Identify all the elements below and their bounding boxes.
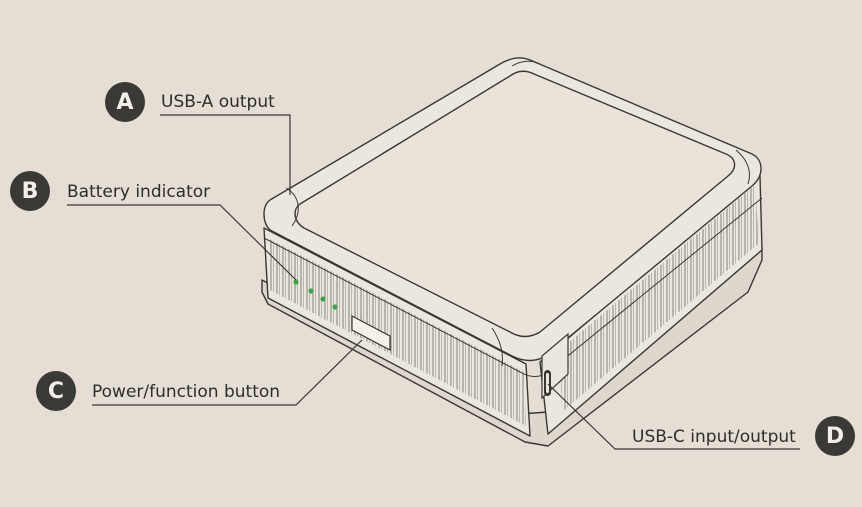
battery-led-1 bbox=[293, 279, 299, 285]
device-top-panel bbox=[294, 70, 736, 338]
callout-badge-b: B bbox=[10, 171, 50, 211]
battery-led-3 bbox=[320, 296, 326, 302]
callout-leader-lines bbox=[67, 114, 800, 450]
callout-badge-d: D bbox=[815, 416, 855, 456]
callout-badge-c: C bbox=[36, 371, 76, 411]
usb-c-port bbox=[541, 332, 569, 400]
callout-label-power-function-button: Power/function button bbox=[92, 382, 281, 402]
callout-badge-a: A bbox=[105, 82, 145, 122]
leader-line-a bbox=[160, 114, 291, 195]
leader-line-b bbox=[67, 204, 297, 281]
callout-label-battery-indicator: Battery indicator bbox=[67, 182, 211, 202]
power-bank-device bbox=[261, 57, 763, 447]
battery-indicator-leds bbox=[293, 279, 338, 310]
leader-line-d bbox=[547, 383, 800, 450]
callout-label-usb-c-input-output: USB-C input/output bbox=[632, 427, 796, 447]
leader-line-c bbox=[92, 339, 363, 406]
battery-led-2 bbox=[308, 288, 314, 294]
battery-led-4 bbox=[332, 304, 338, 310]
callout-label-usb-a-output: USB-A output bbox=[161, 92, 275, 112]
power-button[interactable] bbox=[351, 315, 391, 351]
